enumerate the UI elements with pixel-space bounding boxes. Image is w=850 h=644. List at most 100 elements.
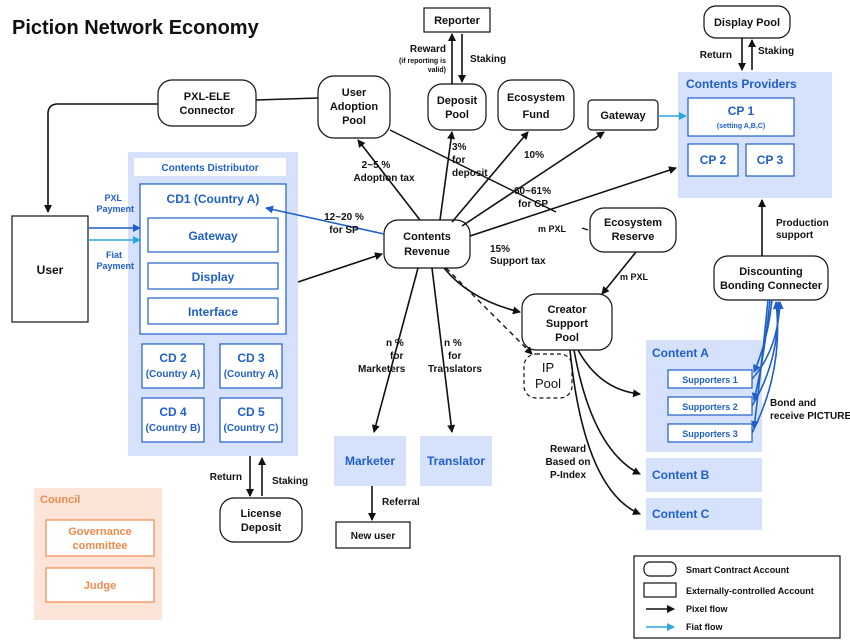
ecosystem-fund-node bbox=[497, 79, 575, 131]
arrow-supporters1-to-connecter bbox=[751, 301, 784, 380]
cp3-label: CP 3 bbox=[757, 153, 784, 167]
contents-providers-header: Contents Providers bbox=[686, 77, 797, 91]
arrow-revenue-to-marketer bbox=[371, 267, 419, 433]
translators-for: for bbox=[448, 351, 461, 362]
contents-revenue-label-2: Revenue bbox=[404, 246, 450, 258]
ip-pool-label-1: IP bbox=[542, 360, 554, 375]
return-license-label: Return bbox=[210, 472, 242, 483]
reward-p-index-2: Based on bbox=[545, 457, 590, 468]
cd5-label: CD 5 bbox=[237, 405, 265, 419]
translators-pct: n % bbox=[444, 338, 462, 349]
license-deposit-label-2: Deposit bbox=[241, 522, 282, 534]
discounting-label-1: Discounting bbox=[739, 266, 803, 278]
support-tax-label: Support tax bbox=[490, 256, 546, 267]
reporter-label: Reporter bbox=[434, 15, 481, 27]
user-box bbox=[11, 215, 89, 323]
contents-revenue-node bbox=[383, 219, 471, 269]
legend-externally-controlled-label: Externally-controlled Account bbox=[686, 586, 814, 596]
ecosystem-reserve-label-2: Reserve bbox=[612, 231, 655, 243]
arrow-pool-to-content-c bbox=[569, 349, 641, 515]
line-mpxl-to-reserve bbox=[581, 227, 589, 231]
marketer-panel bbox=[334, 436, 406, 486]
contents-distributor-header: Contents Distributor bbox=[161, 163, 258, 174]
cd2-country: (Country A) bbox=[146, 369, 201, 380]
judge-box bbox=[45, 567, 155, 603]
legend-externally-controlled-swatch bbox=[643, 582, 677, 598]
user-adoption-pool-node bbox=[317, 75, 391, 139]
cd1-display-box bbox=[147, 262, 279, 290]
content-c-label: Content C bbox=[652, 507, 710, 521]
cd1-interface-box bbox=[147, 297, 279, 325]
user-adoption-label-3: Pool bbox=[342, 115, 366, 127]
cd1-gateway-box bbox=[147, 217, 279, 253]
governance-label-2: committee bbox=[72, 540, 127, 552]
page-title: Piction Network Economy bbox=[12, 17, 260, 39]
cd4-country: (Country B) bbox=[146, 423, 201, 434]
content-b-label: Content B bbox=[652, 468, 710, 482]
legend-smart-contract-label: Smart Contract Account bbox=[686, 565, 789, 575]
production-support-label-1: Production bbox=[776, 218, 829, 229]
marketers-label: Marketers bbox=[358, 364, 406, 375]
fiat-payment-label-1: Fiat bbox=[106, 250, 122, 260]
user-adoption-label-2: Adoption bbox=[330, 101, 379, 113]
pxl-payment-label-2: Payment bbox=[96, 204, 134, 214]
deposit-pool-node bbox=[427, 83, 487, 131]
ip-pool-label-2: Pool bbox=[535, 376, 561, 391]
cp2-label: CP 2 bbox=[700, 153, 727, 167]
cd2-box bbox=[141, 343, 205, 389]
deposit-label: deposit bbox=[452, 168, 488, 179]
governance-label-1: Governance bbox=[68, 526, 132, 538]
deposit-pool-label-2: Pool bbox=[445, 109, 469, 121]
sp-pct: 12~20 % bbox=[324, 212, 364, 223]
license-deposit-label-1: License bbox=[241, 508, 282, 520]
adoption-tax-label: Adoption tax bbox=[353, 173, 415, 184]
arrow-revenue-to-translator bbox=[431, 267, 456, 433]
marketer-label: Marketer bbox=[345, 454, 395, 468]
arrow-supporters3-to-connecter bbox=[751, 301, 781, 434]
creator-support-label-2: Support bbox=[546, 318, 588, 330]
reward-sub-label: (if reporting is bbox=[399, 58, 446, 65]
creator-support-label-1: Creator bbox=[547, 304, 587, 316]
judge-label: Judge bbox=[84, 580, 116, 592]
arrow-reserve-to-creator-pool bbox=[601, 251, 637, 295]
new-user-box bbox=[335, 521, 411, 549]
arrow-revenue-to-cp bbox=[469, 166, 677, 237]
discounting-bonding-connecter-node bbox=[713, 255, 829, 301]
arrow-pool-to-content-a bbox=[577, 349, 641, 398]
ecosystem-reserve-label-1: Ecosystem bbox=[604, 217, 662, 229]
arrow-revenue-to-fund bbox=[451, 131, 529, 223]
gateway-top-label: Gateway bbox=[600, 110, 646, 122]
deposit-for: for bbox=[452, 155, 465, 166]
arrow-revenue-to-ip-pool bbox=[445, 267, 533, 355]
cd4-box bbox=[141, 397, 205, 443]
pxl-ele-label-1: PXL-ELE bbox=[184, 91, 230, 103]
referral-label: Referral bbox=[382, 497, 420, 508]
line-adoption-to-mpxl bbox=[389, 129, 557, 213]
governance-committee-box bbox=[45, 519, 155, 557]
cp-label: for CP bbox=[518, 199, 548, 210]
translator-label: Translator bbox=[427, 454, 485, 468]
cd3-country: (Country A) bbox=[224, 369, 279, 380]
arrow-revenue-to-creator-pool bbox=[443, 267, 521, 315]
return-display-label: Return bbox=[700, 50, 732, 61]
license-deposit-node bbox=[219, 497, 303, 543]
cd3-box bbox=[219, 343, 283, 389]
cd5-country: (Country C) bbox=[224, 423, 279, 434]
legend-pixel-flow-label: Pixel flow bbox=[686, 604, 729, 614]
gateway-top-box bbox=[587, 99, 659, 131]
cd4-label: CD 4 bbox=[159, 405, 187, 419]
user-label: User bbox=[37, 263, 64, 277]
display-pool-node bbox=[703, 5, 791, 39]
bond-label-2: receive PICTURE bbox=[770, 411, 850, 422]
arrow-connecter-to-supporters3 bbox=[750, 299, 769, 429]
supporters-1-label: Supporters 1 bbox=[682, 375, 738, 385]
contents-distributor-header-box bbox=[134, 158, 286, 176]
pxl-ele-connector-node bbox=[157, 79, 257, 127]
cp1-box bbox=[687, 97, 795, 137]
arrow-revenue-to-cd1 bbox=[265, 205, 385, 235]
arrow-revenue-to-gateway bbox=[461, 131, 605, 227]
cd1-gateway-label: Gateway bbox=[188, 229, 238, 243]
discounting-label-2: Bonding Connecter bbox=[720, 280, 823, 292]
arrow-connector-to-user bbox=[44, 103, 158, 213]
